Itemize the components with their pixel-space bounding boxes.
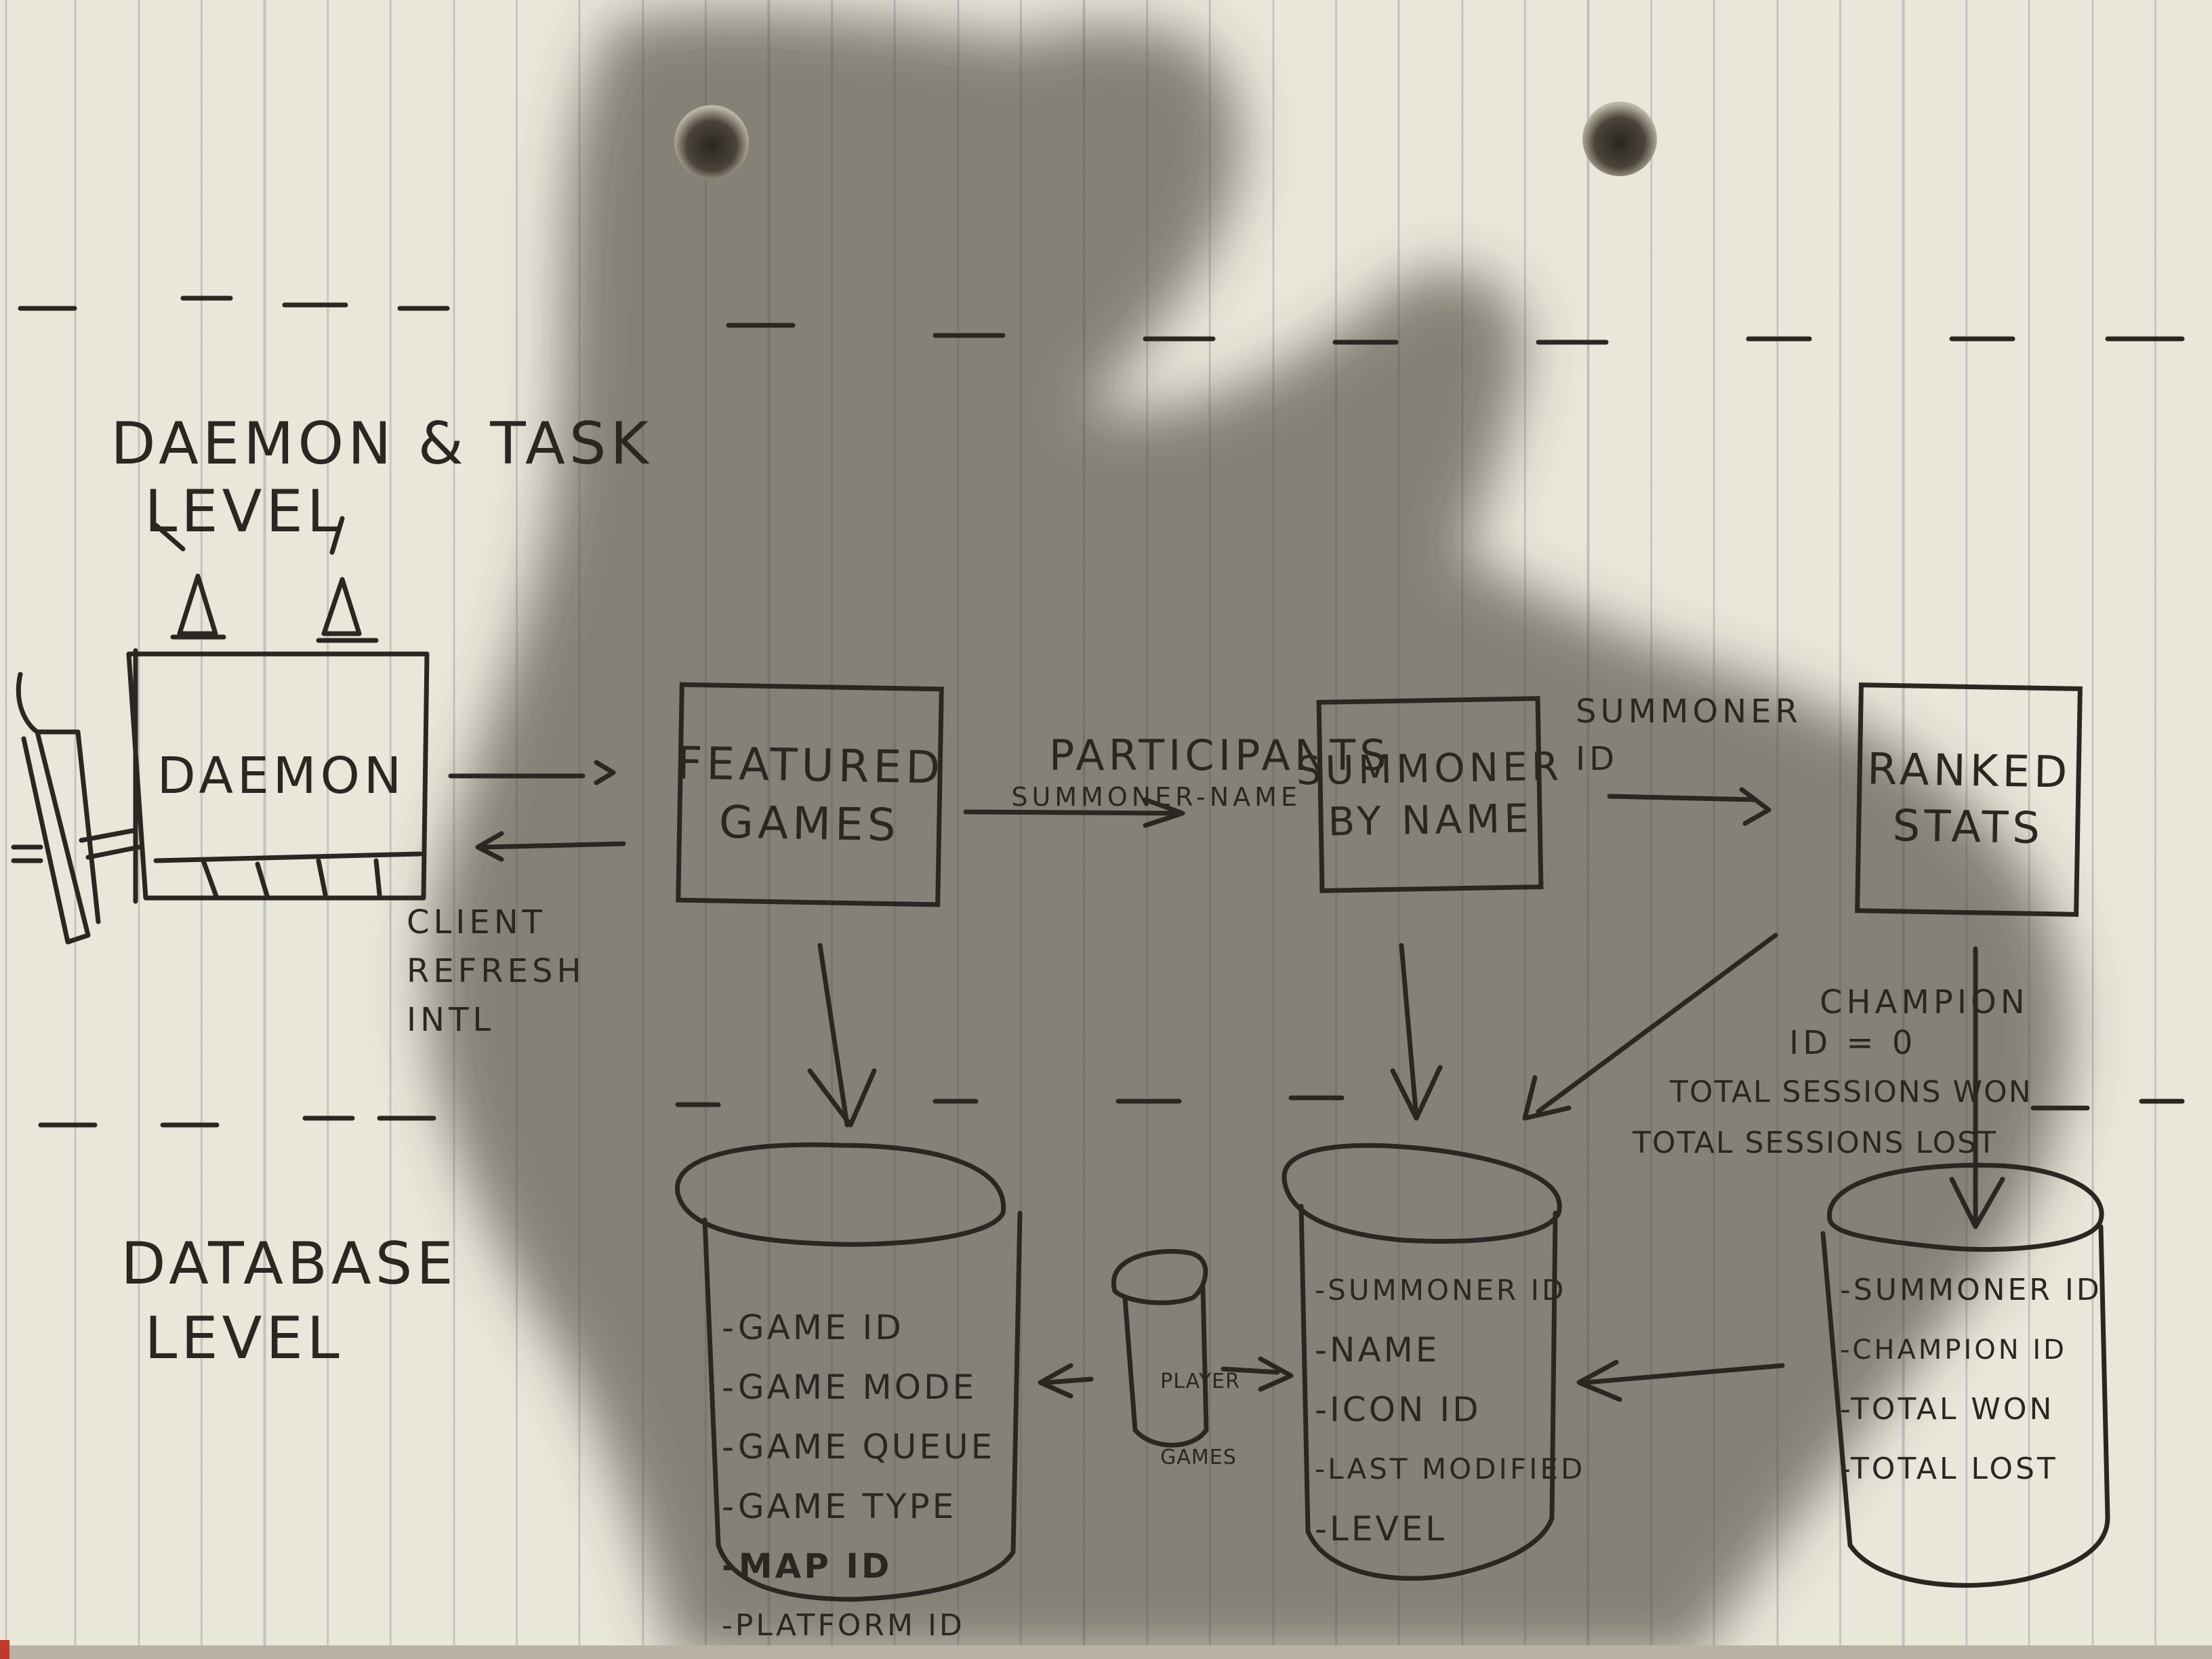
arrow-daemon-to-featured [448, 760, 616, 785]
arrow-featured-to-games-db [807, 943, 877, 1128]
arrow-featured-to-summoner [963, 797, 1185, 828]
arrow-featured-to-daemon [475, 831, 626, 862]
total-sessions-lost-label: TOTAL SESSIONS LOST [1589, 1091, 1997, 1195]
database-level-line1: DATABASE [121, 1230, 457, 1298]
ranked-stats-field: -CHAMPION ID [1840, 1334, 2067, 1366]
champion-line2: ID = 0 [1789, 1024, 1917, 1062]
margin-line [0, 1645, 2212, 1659]
total-sessions-won-label: TOTAL SESSIONS WON [1626, 1040, 2032, 1144]
arrow-ranked-to-ranked-db [1949, 946, 2005, 1229]
arrow-player-games-to-games-db [1038, 1363, 1094, 1399]
participants-label: PARTICIPANTS [979, 681, 1390, 830]
daemon-task-level-line1: DAEMON & TASK [110, 410, 653, 478]
player-games-cylinder [1111, 1249, 1209, 1448]
daemon-task-level-title: DAEMON & TASK [20, 342, 653, 546]
ranked-stats-field: -SUMMONER ID [1840, 1273, 2102, 1307]
participants-text: PARTICIPANTS [1048, 731, 1391, 780]
ranked-stats-node: RANKED STATS [1855, 682, 2083, 917]
database-level-title: DATABASE [30, 1162, 457, 1366]
binder-hole-right [1582, 102, 1657, 176]
arrow-ranked-to-summoners-db [1522, 933, 1778, 1121]
summoner-id-label: SUMMONER ID [1576, 688, 1799, 783]
database-level-line2-wrap: LEVEL [54, 1237, 344, 1440]
daemon-label: DAEMON [157, 746, 406, 805]
summoner-id-text: SUMMONER ID [1576, 693, 1802, 778]
ranked-stats-label: RANKED STATS [1866, 744, 2090, 854]
games-field: -GAME QUEUE [722, 1427, 996, 1467]
games-field: -PLATFORM ID [722, 1608, 965, 1643]
database-level-line2: LEVEL [144, 1305, 344, 1372]
player-games-label: PLAYER GAMES [1132, 1325, 1240, 1515]
summoners-table-fields: -SUMMONER ID -NAME -ICON ID -LAST MODIFI… [1315, 1261, 1585, 1559]
client-refresh-text: CLIENT REFRESH INTL [407, 903, 586, 1039]
games-table-fields: -GAME ID -GAME MODE -GAME QUEUE -GAME TY… [722, 1298, 995, 1656]
arrow-ranked-db-to-summoners-db [1576, 1359, 1785, 1402]
summoners-field: -LAST MODIFIED [1315, 1452, 1586, 1486]
daemon-node: DAEMON [146, 698, 417, 854]
arrow-summoner-to-summoners-db [1390, 943, 1443, 1121]
daemon-task-level-line2: LEVEL [144, 478, 344, 546]
summoners-field: -NAME [1315, 1330, 1440, 1370]
summoner-name-label: SUMMONER-NAME [962, 752, 1301, 842]
lever-icon [11, 672, 142, 945]
daemon-drawing [126, 648, 430, 904]
ranked-stats-field: -TOTAL LOST [1840, 1452, 2058, 1486]
daemon-task-level-line2-wrap: LEVEL [54, 410, 344, 613]
champion-line4: TOTAL SESSIONS LOST [1632, 1126, 1997, 1160]
games-field: -GAME TYPE [722, 1487, 957, 1526]
arrow-player-games-to-summoners-db [1221, 1356, 1294, 1392]
margin-mark [0, 1640, 9, 1659]
featured-games-node: FEATURED GAMES [676, 682, 963, 907]
ranked-stats-table-fields: -SUMMONER ID -CHAMPION ID -TOTAL WON -TO… [1840, 1261, 2102, 1499]
summoners-field: -LEVEL [1315, 1509, 1448, 1549]
champion-line1: CHAMPION [1820, 983, 2029, 1021]
traffic-cone-icon [153, 516, 379, 643]
level-separator-bottom [38, 1095, 2185, 1128]
binder-hole-left [674, 105, 749, 180]
arrow-summoner-to-ranked [1607, 787, 1771, 826]
games-field: -GAME ID [722, 1308, 904, 1347]
client-refresh-label: CLIENT REFRESH INTL [407, 898, 651, 1044]
ranked-stats-field: -TOTAL WON [1840, 1392, 2055, 1427]
games-field: -MAP ID [722, 1547, 893, 1586]
summoners-field: -ICON ID [1315, 1390, 1481, 1429]
champion-line3: TOTAL SESSIONS WON [1669, 1075, 2032, 1109]
level-separator-top [18, 295, 2185, 345]
champion-label: CHAMPION [1762, 945, 2029, 1059]
summoners-db-cylinder [1282, 1143, 1562, 1581]
ranked-stats-db-cylinder [1820, 1162, 2110, 1588]
player-games-line1: PLAYER [1160, 1370, 1240, 1393]
featured-games-label: FEATURED GAMES [676, 737, 963, 851]
summoner-name-text: SUMMONER-NAME [1011, 782, 1301, 812]
champion-id-label: ID = 0 [1732, 986, 1917, 1100]
games-db-cylinder [675, 1142, 1023, 1602]
summoners-field: -SUMMONER ID [1315, 1273, 1567, 1307]
games-field: -GAME MODE [722, 1368, 977, 1407]
player-games-line2: GAMES [1160, 1446, 1237, 1469]
